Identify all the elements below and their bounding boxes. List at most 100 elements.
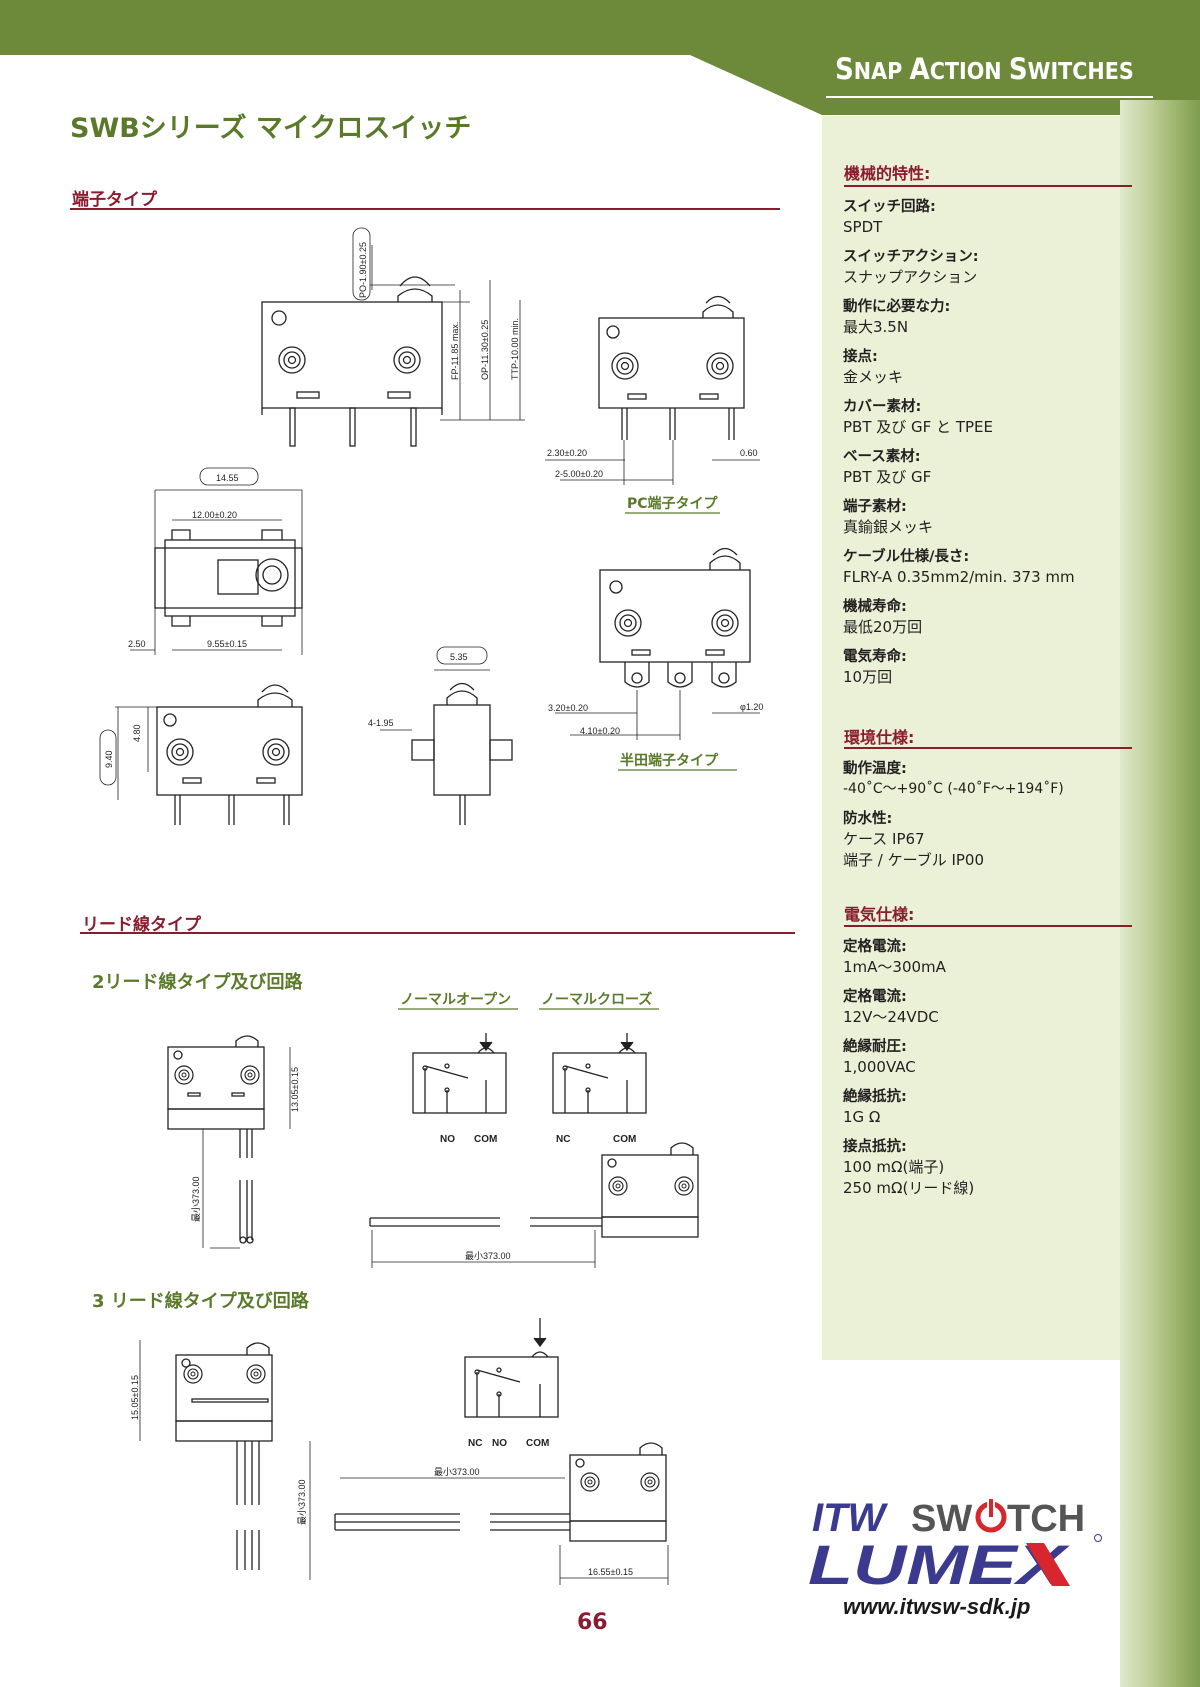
spec-value: -40˚C〜+90˚C (-40˚F〜+194˚F) xyxy=(843,781,1064,797)
circuit-normal-open xyxy=(412,1033,507,1114)
spec-heading-environmental: 環境仕様: xyxy=(844,728,915,747)
dim-4-1-95: 4-1.95 xyxy=(368,718,394,728)
spec-label: ベース素材: xyxy=(843,449,921,465)
spec-value: ケース IP67 xyxy=(843,830,925,848)
spec-value: 250 mΩ(リード線) xyxy=(843,1179,975,1197)
spec-value: 1mA〜300mA xyxy=(843,958,946,976)
technical-drawings: PO-1.90±0.25 FP-11.85 max. OP-11.30±0.25… xyxy=(99,227,763,1585)
spec-item: 絶縁耐圧: 1,000VAC xyxy=(843,1037,1123,1078)
spec-item: 機械寿命:最低20万回 xyxy=(843,597,1123,638)
spec-label: 接点抵抗: xyxy=(843,1139,907,1155)
spec-value: 最低20万回 xyxy=(843,618,923,636)
spec-value: 10万回 xyxy=(843,668,893,686)
spec-item: 定格電流: 1mA〜300mA xyxy=(843,937,1123,978)
spec-label: 定格電流: xyxy=(843,939,907,955)
dim-phi-1-20: φ1.20 xyxy=(740,702,763,712)
spec-label: 端子素材: xyxy=(843,499,907,515)
main-side-view xyxy=(261,276,443,447)
spec-label: 防水性: xyxy=(843,811,893,827)
spec-item: 端子素材:真鍮銀メッキ xyxy=(843,497,1123,538)
spec-heading-electrical: 電気仕様: xyxy=(844,905,915,924)
spec-item: 動作に必要な力: 最大3.5N xyxy=(843,297,1123,338)
top-view xyxy=(154,529,303,627)
dim-po: PO-1.90±0.25 xyxy=(358,242,368,298)
label-no: NO xyxy=(440,1134,455,1145)
label-com: COM xyxy=(613,1134,636,1145)
caption-solder-terminal: 半田端子タイプ xyxy=(620,752,719,769)
spec-value: 端子 / ケーブル IP00 xyxy=(843,851,985,869)
spec-rule xyxy=(844,185,1132,187)
section-lead-type: リード線タイプ xyxy=(82,915,201,935)
dim-ttp: TTP-10.00 min. xyxy=(510,318,520,380)
spec-label: 接点: xyxy=(843,349,878,365)
logo-switch-a: SW xyxy=(911,1498,972,1540)
dim-fp: FP-11.85 max. xyxy=(450,322,460,380)
spec-item: カバー素材: PBT 及び GF と TPEE xyxy=(843,397,1123,438)
spec-value: FLRY-A 0.35mm2/min. 373 mm xyxy=(843,568,1075,586)
section-terminal-type: 端子タイプ xyxy=(72,190,157,210)
logo-lumex-x-accent xyxy=(1026,1543,1070,1586)
side-view-lower xyxy=(156,684,303,825)
dim-9-40: 9.40 xyxy=(104,750,114,768)
spec-label: 動作に必要な力: xyxy=(843,299,951,315)
three-lead-view xyxy=(175,1342,273,1570)
dim-min-373-d: 最小373.00 xyxy=(434,1467,480,1477)
spec-item: ベース素材: PBT 及び GF xyxy=(843,447,1123,488)
dim-op: OP-11.30±0.25 xyxy=(480,320,490,380)
header-rule xyxy=(826,96,1153,98)
spec-label: 絶縁耐圧: xyxy=(843,1039,907,1055)
label-nc: NC xyxy=(468,1438,482,1449)
pc-terminal-view xyxy=(598,295,745,440)
caption-normal-close: ノーマルクローズ xyxy=(541,991,652,1008)
spec-label: カバー素材: xyxy=(843,399,922,415)
header-banner xyxy=(0,0,1200,115)
three-lead-horizontal-view xyxy=(334,1442,667,1542)
circuit-three-lead xyxy=(464,1318,559,1418)
spec-label: 動作温度: xyxy=(843,761,907,777)
dim-5-35: 5.35 xyxy=(450,652,468,662)
label-com: COM xyxy=(474,1134,497,1145)
spec-item: 接点: 金メッキ xyxy=(843,347,1123,388)
two-lead-horizontal-view xyxy=(369,1142,699,1238)
spec-value: PBT 及び GF xyxy=(843,468,932,486)
category-title: SNAP ACTION SWITCHES xyxy=(835,52,1134,86)
spec-value: 1,000VAC xyxy=(843,1058,916,1076)
two-lead-view xyxy=(167,1035,265,1244)
spec-heading-mechanical: 機械的特性: xyxy=(844,164,931,183)
logo-itw: ITW xyxy=(812,1496,889,1540)
section-rule xyxy=(80,932,795,934)
spec-value: 金メッキ xyxy=(843,368,904,386)
spec-value: 100 mΩ(端子) xyxy=(843,1158,945,1176)
dim-15-05: 15.05±0.15 xyxy=(130,1375,140,1420)
circuit-normal-close xyxy=(552,1033,647,1114)
label-nc: NC xyxy=(556,1134,570,1145)
itw-lumex-logo: ITW SW TCH LUMEX xyxy=(808,1496,1102,1596)
spec-item: 接点抵抗: 100 mΩ(端子) 250 mΩ(リード線) xyxy=(843,1137,1123,1199)
page-title: SWBシリーズ マイクロスイッチ xyxy=(70,113,472,144)
spec-label: 定格電流: xyxy=(843,989,907,1005)
spec-item: 動作温度: -40˚C〜+90˚C (-40˚F〜+194˚F) xyxy=(843,759,1123,800)
label-no: NO xyxy=(492,1438,507,1449)
spec-value: 1G Ω xyxy=(843,1108,881,1126)
subhead-three-lead: 3 リード線タイプ及び回路 xyxy=(92,1291,309,1312)
caption-pc-terminal: PC端子タイプ xyxy=(627,495,719,512)
spec-item: スイッチ回路:SPDT xyxy=(843,197,1123,238)
section-rule xyxy=(70,208,780,210)
spec-panel xyxy=(822,116,1120,1360)
spec-value: SPDT xyxy=(843,218,883,236)
dim-2-50: 2.50 xyxy=(128,639,146,649)
spec-label: 絶縁抵抗: xyxy=(843,1089,907,1105)
spec-label: ケーブル仕様/長さ: xyxy=(843,549,970,565)
dim-4-10: 4.10±0.20 xyxy=(580,726,620,736)
spec-item: 電気寿命:10万回 xyxy=(843,647,1123,688)
website-url: www.itwsw-sdk.jp xyxy=(843,1594,1031,1619)
dim-12-00: 12.00±0.20 xyxy=(192,510,237,520)
spec-value: 最大3.5N xyxy=(843,318,909,336)
spec-value: PBT 及び GF と TPEE xyxy=(843,418,993,436)
registered-mark-icon xyxy=(1094,1534,1102,1542)
spec-item: 絶縁抵抗: 1G Ω xyxy=(843,1087,1123,1128)
dim-min-373-a: 最小373.00 xyxy=(191,1176,201,1222)
subhead-two-lead: 2リード線タイプ及び回路 xyxy=(92,972,303,993)
dim-min-373-b: 最小373.00 xyxy=(465,1251,511,1261)
logo-switch-b: TCH xyxy=(1007,1498,1085,1540)
